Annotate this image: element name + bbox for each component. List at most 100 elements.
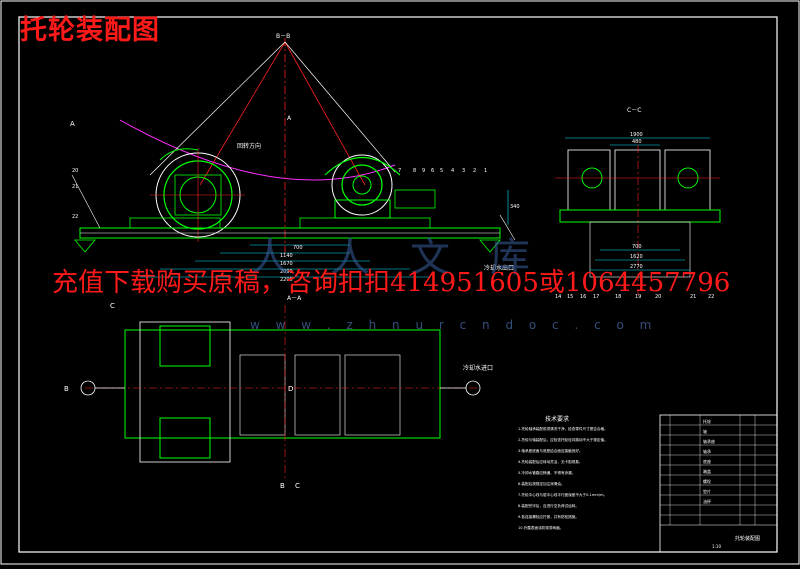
cc-center-block bbox=[614, 149, 661, 211]
parts-row: 底座 bbox=[703, 458, 711, 464]
part-no-20b: 20 bbox=[655, 294, 661, 300]
part-no-14: 14 bbox=[555, 294, 561, 300]
label-rotation: 回转方向 bbox=[237, 142, 261, 150]
tech-note: 4.托轮装配后应转动灵活，无卡阻现象。 bbox=[518, 459, 583, 464]
parts-row: 轴承座 bbox=[703, 438, 715, 444]
label-dim-700c: 700 bbox=[632, 244, 642, 250]
parts-row: 轴 bbox=[703, 428, 707, 434]
part-no-9: 9 bbox=[422, 168, 425, 174]
frame-border bbox=[18, 16, 778, 553]
cc-right-block bbox=[664, 149, 711, 211]
tech-note: 1.托轮轴承装配前须清洗干净，检查零件尺寸是否合格。 bbox=[518, 426, 608, 431]
parts-row: 托轮 bbox=[703, 418, 711, 424]
plan-bearing-bottom bbox=[159, 417, 211, 459]
plan-base-outline bbox=[124, 329, 441, 439]
page-title: 托轮装配图 bbox=[20, 15, 160, 46]
label-dim-700: 700 bbox=[293, 245, 303, 251]
tech-note: 3.轴承座底面与底座结合面应接触良好。 bbox=[518, 448, 583, 453]
part-no-1: 1 bbox=[484, 168, 487, 174]
side-view-cc: C－C 1900 480 700 1620 2770 14 15 16 17 1… bbox=[555, 107, 721, 300]
label-dim-1140: 1140 bbox=[280, 253, 293, 259]
angle-line-right bbox=[284, 41, 366, 186]
mark-c-bottom: C bbox=[295, 482, 300, 490]
drawing-scale: 1:10 bbox=[712, 544, 721, 549]
part-no-19: 19 bbox=[635, 294, 641, 300]
tyre-arc bbox=[119, 119, 396, 181]
part-no-22: 22 bbox=[72, 214, 78, 220]
tech-note: 9.各连接螺栓应拧紧，并有防松措施。 bbox=[518, 514, 579, 519]
label-dim-340: 340 bbox=[510, 204, 520, 210]
right-roller-outer bbox=[331, 154, 393, 216]
part-no-4: 4 bbox=[451, 168, 454, 174]
plan-view: 冷却水进口 B D C B C bbox=[64, 302, 493, 490]
tangent-left bbox=[149, 41, 286, 176]
plan-rib-3 bbox=[344, 354, 401, 436]
title-block-frame bbox=[659, 414, 778, 553]
mark-b-bottom: B bbox=[280, 482, 285, 490]
cc-left-block bbox=[567, 149, 611, 211]
part-no-21b: 21 bbox=[690, 294, 696, 300]
mark-c-top: C bbox=[110, 302, 115, 310]
label-outlet-plan: 冷却水进口 bbox=[463, 364, 493, 372]
label-dim-1670: 1670 bbox=[280, 261, 293, 267]
tech-note: 10.外露表面涂防锈漆两遍。 bbox=[518, 525, 563, 530]
part-no-5: 5 bbox=[440, 168, 443, 174]
drawing-name: 托轮装配图 bbox=[735, 535, 760, 542]
elevation-view: B－B 回转方向 冷却水出口 700 1140 1670 2090 2200 3… bbox=[70, 33, 520, 302]
tech-notes: 技术要求 1.托轮轴承装配前须清洗干净，检查零件尺寸是否合格。 2.托轮与轴装配… bbox=[518, 415, 608, 530]
left-bearing-block bbox=[129, 217, 221, 229]
tech-note: 2.托轮与轴装配后，应检查托轮径向跳动不大于规定值。 bbox=[518, 437, 608, 442]
plan-rib-1 bbox=[239, 354, 286, 436]
label-outlet-top: 冷却水出口 bbox=[484, 264, 514, 272]
part-no-8: 8 bbox=[413, 168, 416, 174]
watermark-url: w w w . z h n u r c n d o c . c o m bbox=[250, 318, 658, 332]
plan-roller-left bbox=[139, 321, 231, 463]
left-foot bbox=[74, 239, 96, 253]
title-block: 托轮 轴 轴承座 轴承 底座 端盖 螺栓 垫片 油杯 托轮装配图 1:10 bbox=[659, 414, 778, 553]
right-cover bbox=[324, 156, 401, 176]
part-no-7: 7 bbox=[398, 168, 401, 174]
cc-base bbox=[559, 209, 721, 223]
label-section-cc: C－C bbox=[627, 107, 641, 114]
label-dim-1620: 1620 bbox=[630, 254, 643, 260]
label-section-bb: B－B bbox=[276, 33, 290, 40]
mark-a-top: A bbox=[70, 120, 75, 128]
label-dim-2200: 2200 bbox=[280, 277, 293, 283]
left-cover bbox=[159, 148, 199, 161]
part-no-20: 20 bbox=[72, 168, 78, 174]
mark-a-center: A bbox=[287, 115, 292, 122]
plan-bearing-top bbox=[159, 325, 211, 367]
label-dim-1900: 1900 bbox=[630, 132, 643, 138]
label-dim-480: 480 bbox=[632, 139, 642, 145]
cc-lower-frame bbox=[589, 221, 691, 278]
plan-rib-2 bbox=[294, 354, 341, 436]
download-banner: 充值下载购买原稿，咨询扣扣414951605或1064457796 bbox=[52, 268, 731, 298]
mark-b-left: B bbox=[64, 385, 69, 393]
part-no-17: 17 bbox=[593, 294, 599, 300]
parts-row: 螺栓 bbox=[703, 478, 711, 484]
part-no-2: 2 bbox=[473, 168, 476, 174]
label-dim-2770: 2770 bbox=[630, 264, 643, 270]
part-no-21: 21 bbox=[72, 184, 78, 190]
right-bearing-block bbox=[299, 217, 431, 229]
tech-note: 7.托轮中心线与窑中心线平行度误差不大于0.1mm/m。 bbox=[518, 492, 607, 497]
label-section-aa: A－A bbox=[287, 295, 302, 302]
part-no-3: 3 bbox=[462, 168, 465, 174]
angle-line-left bbox=[199, 41, 286, 186]
right-foot bbox=[479, 239, 501, 253]
part-no-22b: 22 bbox=[708, 294, 714, 300]
tangent-right bbox=[284, 41, 396, 173]
parts-row: 端盖 bbox=[703, 468, 711, 474]
tech-note: 5.冷却水管路应畅通，不得有渗漏。 bbox=[518, 470, 575, 475]
parts-row: 轴承 bbox=[703, 448, 711, 454]
tech-notes-title: 技术要求 bbox=[545, 415, 569, 423]
parts-row: 油杯 bbox=[703, 498, 711, 504]
watermark-cn: 人人文库 bbox=[250, 235, 570, 281]
left-bracket bbox=[71, 174, 101, 229]
part-no-15: 15 bbox=[567, 294, 573, 300]
mark-d-center: D bbox=[288, 385, 293, 393]
parts-row: 垫片 bbox=[703, 488, 711, 494]
